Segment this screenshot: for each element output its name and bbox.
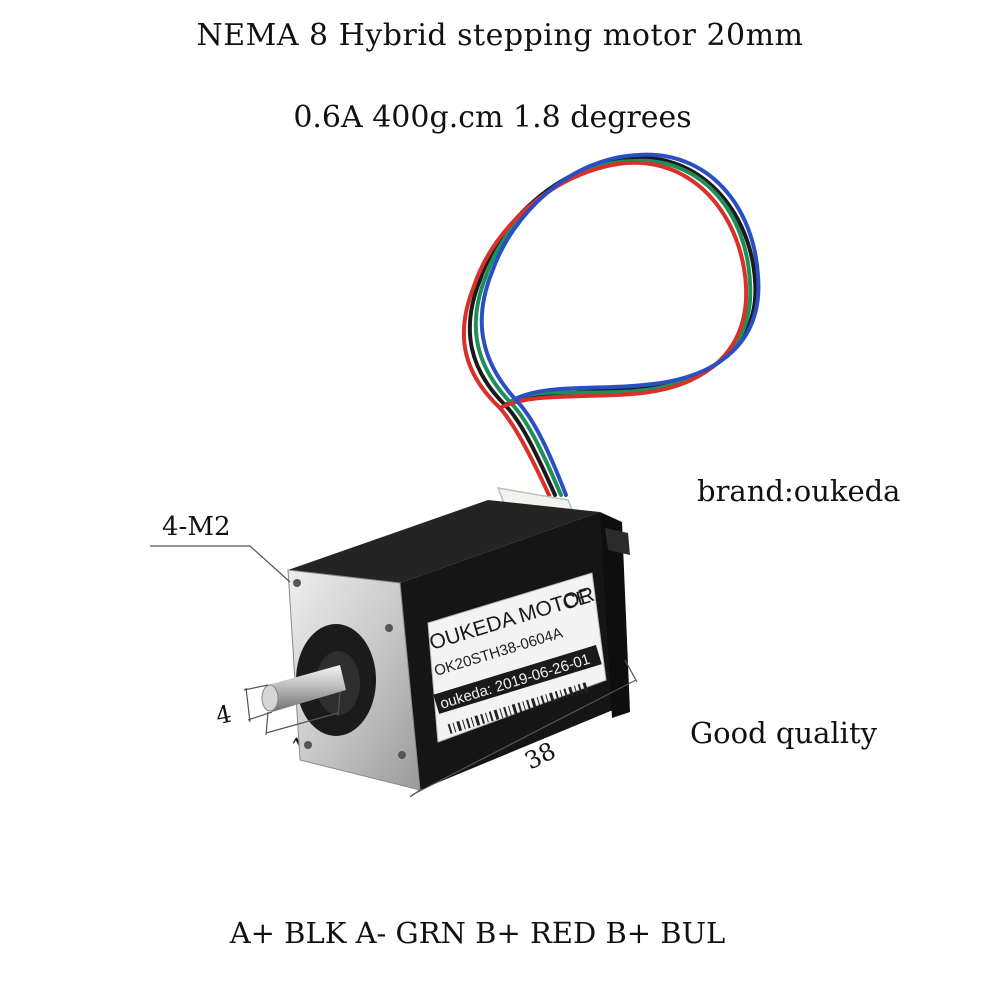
- dimension-lines: [150, 545, 638, 798]
- mount-hole: [304, 741, 312, 749]
- wire-black: [467, 155, 758, 497]
- wire-green: [473, 158, 753, 497]
- mount-hole: [385, 624, 393, 632]
- motor-shaft: [261, 665, 346, 712]
- mount-hole: [398, 751, 406, 759]
- wire-blue: [479, 152, 761, 497]
- page-title: NEMA 8 Hybrid stepping motor 20mm: [196, 18, 804, 53]
- wire-harness: [461, 152, 761, 497]
- spec-subtitle: 0.6A 400g.cm 1.8 degrees: [293, 100, 692, 135]
- wire-red: [461, 160, 749, 497]
- wiring-legend: A+ BLK A- GRN B+ RED B+ BUL: [229, 916, 726, 950]
- brand-label: brand:oukeda: [697, 474, 901, 508]
- quality-label: Good quality: [690, 716, 877, 750]
- motor-label: OUKEDA MOTOR CE OK20STH38-0604A oukeda: …: [427, 572, 607, 743]
- callout-leader: [150, 545, 291, 583]
- mount-hole-callout: 4-M2: [162, 512, 231, 542]
- barcode: [447, 682, 589, 734]
- mount-hole: [293, 579, 301, 587]
